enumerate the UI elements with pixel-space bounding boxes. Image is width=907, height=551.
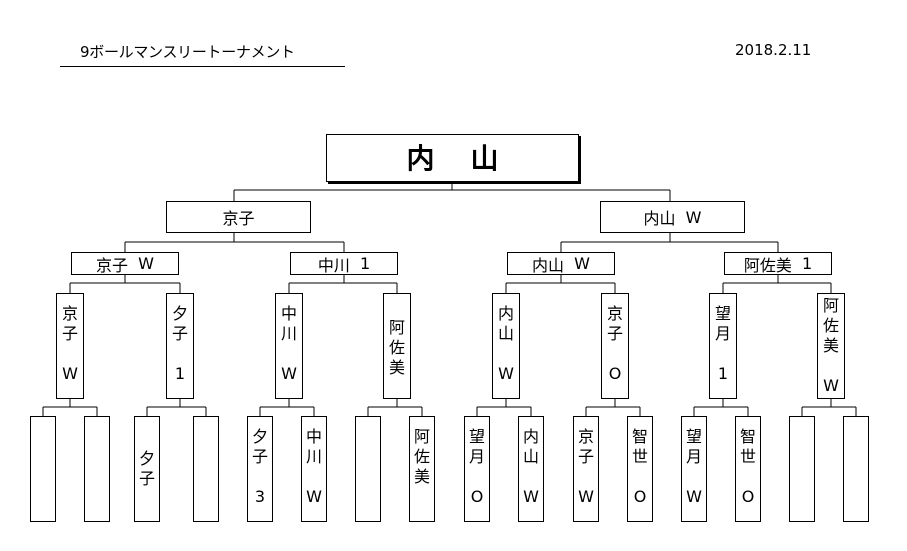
player-result: W	[306, 487, 322, 506]
first-round-box-1	[30, 416, 56, 522]
final-right-result: W	[685, 207, 702, 227]
first-round-box-2	[84, 416, 110, 522]
first-round-box-8: 阿 佐 美	[409, 416, 435, 522]
player-name: 夕 子	[251, 427, 268, 466]
semifinal-result: 1	[802, 254, 813, 273]
player-result: W	[498, 364, 514, 383]
first-round-box-6: 中 川 W	[301, 416, 327, 522]
player-name: 夕 子	[138, 449, 155, 488]
semifinal-box-4: 阿佐美 1	[724, 252, 832, 275]
player-name: 中 川	[280, 304, 297, 343]
quarterfinal-box-4: 阿 佐 美	[383, 293, 411, 399]
semifinal-name: 内山	[531, 255, 564, 275]
first-round-box-10: 内 山 W	[518, 416, 544, 522]
player-result: W	[62, 364, 78, 383]
first-round-box-12: 智 世 O	[627, 416, 653, 522]
tournament-title: 9ボールマンスリートーナメント	[80, 43, 295, 61]
player-name: 内 山	[497, 304, 514, 343]
semifinal-name: 中川	[317, 255, 350, 275]
first-round-box-3: 夕 子	[134, 416, 160, 522]
quarterfinal-box-8: 阿 佐 美 W	[817, 293, 845, 399]
player-result: O	[470, 487, 484, 506]
champion-box: 内山	[326, 134, 579, 182]
quarterfinal-box-1: 京 子 W	[56, 293, 84, 399]
player-name: 智 世	[739, 427, 756, 466]
semifinal-result: W	[138, 254, 154, 273]
player-name: 望 月	[685, 427, 702, 466]
first-round-box-14: 智 世 O	[735, 416, 761, 522]
player-name: 阿 佐 美	[822, 296, 839, 355]
player-result: W	[523, 487, 539, 506]
player-name: 内 山	[522, 427, 539, 466]
tournament-date: 2018.2.11	[735, 41, 812, 59]
first-round-box-15	[789, 416, 815, 522]
first-round-box-7	[355, 416, 381, 522]
final-right-box: 内山 W	[600, 201, 745, 233]
player-name: 夕 子	[171, 304, 188, 343]
player-name: 望 月	[468, 427, 485, 466]
first-round-box-16	[843, 416, 869, 522]
semifinal-name: 阿佐美	[743, 255, 792, 275]
player-result: W	[578, 487, 594, 506]
first-round-box-9: 望 月 O	[464, 416, 490, 522]
player-name: 京 子	[577, 427, 594, 466]
semifinal-name: 京子	[95, 255, 128, 275]
semifinal-box-3: 内山 W	[507, 252, 615, 275]
semifinal-result: W	[574, 254, 590, 273]
player-result: 1	[717, 364, 729, 383]
player-result: O	[608, 364, 622, 383]
final-left-box: 京子	[166, 201, 311, 233]
first-round-box-4	[193, 416, 219, 522]
quarterfinal-box-6: 京 子 O	[601, 293, 629, 399]
semifinal-box-1: 京子 W	[71, 252, 179, 275]
quarterfinal-box-2: 夕 子 1	[166, 293, 194, 399]
player-name: 阿 佐 美	[413, 427, 430, 486]
first-round-box-5: 夕 子 3	[247, 416, 273, 522]
quarterfinal-box-3: 中 川 W	[275, 293, 303, 399]
semifinal-result: 1	[360, 254, 371, 273]
title-underline	[60, 66, 345, 67]
final-right-name: 内山	[643, 209, 676, 228]
player-name: 阿 佐 美	[388, 318, 405, 377]
final-left-name: 京子	[222, 209, 255, 228]
player-result: W	[281, 364, 297, 383]
player-result: O	[633, 487, 647, 506]
player-name: 望 月	[714, 304, 731, 343]
player-result: W	[686, 487, 702, 506]
player-name: 中 川	[305, 427, 322, 466]
player-result: 3	[254, 487, 266, 506]
semifinal-box-2: 中川 1	[290, 252, 398, 275]
first-round-box-11: 京 子 W	[573, 416, 599, 522]
first-round-box-13: 望 月 W	[681, 416, 707, 522]
player-name: 京 子	[61, 304, 78, 343]
player-name: 智 世	[631, 427, 648, 466]
player-result: W	[823, 376, 839, 395]
quarterfinal-box-5: 内 山 W	[492, 293, 520, 399]
player-name: 京 子	[606, 304, 623, 343]
player-result: 1	[174, 364, 186, 383]
quarterfinal-box-7: 望 月 1	[709, 293, 737, 399]
player-result: O	[741, 487, 755, 506]
